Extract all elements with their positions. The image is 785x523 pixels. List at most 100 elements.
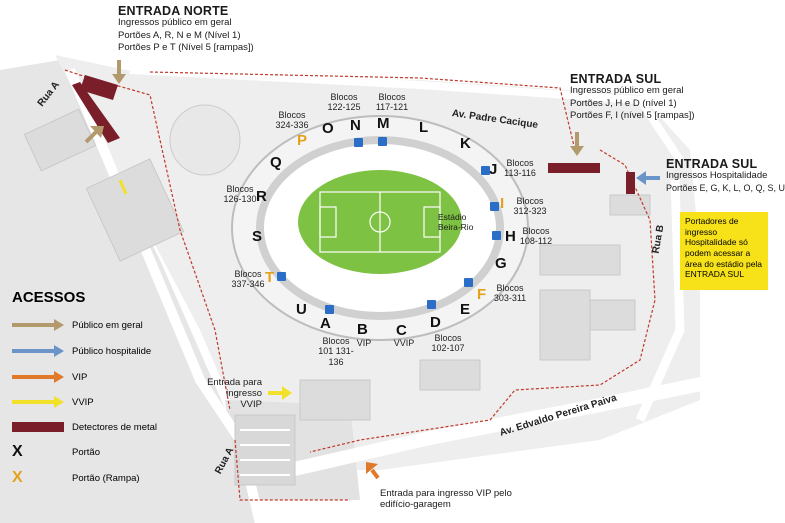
arrow-norte-2 <box>84 126 104 144</box>
gate-c: C <box>396 322 407 339</box>
legend-label: Público em geral <box>72 319 143 331</box>
vvip-small-yellow <box>118 179 128 195</box>
accessibility-icon <box>427 300 436 309</box>
block-vip: VIP <box>356 338 372 348</box>
gate-n: N <box>350 117 361 134</box>
detector-sul-1 <box>548 163 600 173</box>
accessibility-icon <box>277 272 286 281</box>
entrada-norte-title: ENTRADA NORTE <box>118 4 229 18</box>
gate-l: L <box>419 119 429 136</box>
arrow-vvip <box>268 386 292 400</box>
legend-item-portao: X Portão <box>12 443 100 460</box>
detector-sul-2 <box>626 172 635 194</box>
accessibility-icon <box>464 278 473 287</box>
accessibility-icon <box>492 231 501 240</box>
route-lines <box>64 69 656 501</box>
detector-norte-2 <box>72 82 120 143</box>
legend-label: Detectores de metal <box>72 421 158 433</box>
accessibility-icon <box>325 305 334 314</box>
block-303-311: Blocos 303-311 <box>493 283 527 304</box>
block-113-116: Blocos 113-116 <box>504 158 536 179</box>
block-102-107: Blocos 102-107 <box>431 333 465 354</box>
road-rua-b <box>635 179 685 422</box>
detector-icon <box>12 421 64 433</box>
accessibility-icon <box>481 166 490 175</box>
arrow-icon <box>12 319 64 331</box>
gate-k: K <box>460 135 471 152</box>
entrada-sul-line1: Ingressos público em geral <box>570 85 684 96</box>
hospitality-note: Portadores de ingresso Hospitalidade só … <box>680 212 768 290</box>
entrada-sul-hosp-line2: Portões E, G, K, L, O, Q, S, U <box>666 183 785 193</box>
entrada-sul-hosp-line1: Ingressos Hospitalidade <box>666 170 768 181</box>
legend-item-portao-rampa: X Portão (Rampa) <box>12 469 140 486</box>
terrain-left <box>0 60 260 523</box>
entrada-norte-line2: Portões A, R, N e M (Nível 1) <box>118 30 241 41</box>
legend-label: Portão (Rampa) <box>72 472 140 484</box>
gate-r: R <box>256 188 267 205</box>
block-337-346: Blocos 337-346 <box>231 269 265 290</box>
gate-i-ramp: I <box>500 195 505 212</box>
legend-item-detectores: Detectores de metal <box>12 421 157 433</box>
arrow-vip <box>366 462 380 480</box>
arrow-norte-1 <box>112 60 126 84</box>
gate-j: J <box>489 161 498 178</box>
stadium-name: Estádio Beira-Rio <box>438 212 474 232</box>
gate-d: D <box>430 314 441 331</box>
legend-item-publico-hospitalidade: Público hospitalide <box>12 345 151 357</box>
gate-u: U <box>296 301 307 318</box>
gate-m: M <box>377 115 390 132</box>
accessibility-icon <box>490 202 499 211</box>
entrada-norte-line3: Portões P e T (Nível 5 [rampas]) <box>118 42 254 53</box>
ramp-gate-icon: X <box>12 469 23 486</box>
parking-lines <box>240 429 290 476</box>
vip-entry-label: Entrada para ingresso VIP pelo edifício-… <box>380 488 512 510</box>
entrada-sul-title: ENTRADA SUL <box>570 72 662 86</box>
road-edvaldo <box>288 373 722 477</box>
road-padre-cacique <box>129 66 684 163</box>
accessibility-icon <box>378 137 387 146</box>
gate-o: O <box>322 120 334 137</box>
legend-title: ACESSOS <box>12 289 86 306</box>
detector-norte-1 <box>80 75 118 100</box>
legend-item-publico-geral: Público em geral <box>12 319 143 331</box>
legend-label: VVIP <box>72 396 94 408</box>
legend-item-vvip: VVIP <box>12 396 94 408</box>
arrow-icon <box>12 371 64 383</box>
arrow-icon <box>12 345 64 357</box>
entrada-norte-line1: Ingressos público em geral <box>118 17 232 28</box>
entrada-sul-line3: Portões F, I (nível 5 [rampas]) <box>570 110 695 121</box>
legend-label: VIP <box>72 371 88 383</box>
gate-t-ramp: T <box>265 269 275 286</box>
block-117-121: Blocos 117-121 <box>375 92 409 113</box>
arrow-sul-hosp <box>636 171 660 185</box>
block-122-125: Blocos 122-125 <box>327 92 361 113</box>
legend-label: Público hospitalide <box>72 345 152 357</box>
gate-e: E <box>460 301 471 318</box>
gate-q: Q <box>270 154 282 171</box>
gate-icon: X <box>12 443 23 460</box>
block-324-336: Blocos 324-336 <box>275 110 309 131</box>
gym-building <box>169 104 241 176</box>
gate-g: G <box>495 255 507 272</box>
gate-s: S <box>252 228 263 245</box>
entrada-sul-line2: Portões J, H e D (nível 1) <box>570 98 677 109</box>
gate-b: B <box>357 321 368 338</box>
arrow-icon <box>12 396 64 408</box>
block-312-323: Blocos 312-323 <box>513 196 547 217</box>
entrada-sul-hosp-title: ENTRADA SUL <box>666 157 758 171</box>
gate-p-ramp: P <box>297 132 308 149</box>
arrow-sul-1 <box>570 132 584 156</box>
block-126-130: Blocos 126-130 <box>223 184 257 205</box>
block-101-131-136: Blocos 101 131-136 <box>318 336 354 367</box>
gate-f-ramp: F <box>477 286 487 303</box>
block-108-112: Blocos 108-112 <box>519 226 553 247</box>
gate-a: A <box>320 315 331 332</box>
legend-item-vip: VIP <box>12 371 87 383</box>
accessibility-icon <box>354 138 363 147</box>
vvip-entry-label: Entrada para ingresso VVIP <box>207 377 262 410</box>
gate-h: H <box>505 228 516 245</box>
block-vvip: VVIP <box>393 338 415 348</box>
pitch-lines <box>319 191 441 253</box>
